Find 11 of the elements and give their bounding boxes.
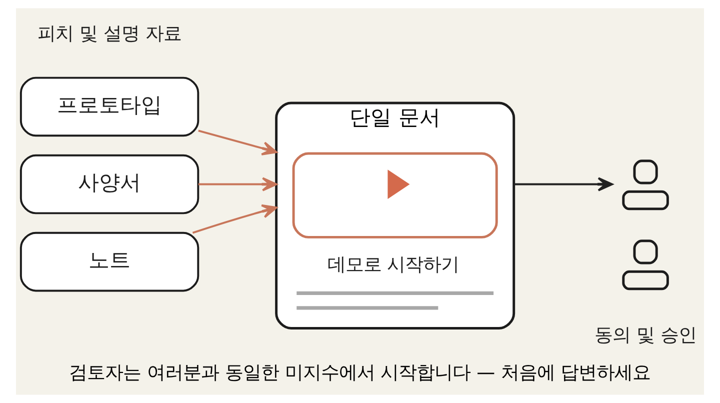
- node-box: 노트: [20, 232, 200, 292]
- node-triangle: [388, 170, 410, 199]
- label: 동의 및 승인: [594, 325, 696, 346]
- node-box: 사양서: [20, 154, 200, 214]
- diagram-title: 피치 및 설명 자료: [38, 24, 182, 45]
- caption: 검토자는 여러분과 동일한 미지수에서 시작합니다 — 처음에 답변하세요: [69, 362, 651, 384]
- arrow: [192, 204, 278, 234]
- arrow: [198, 130, 278, 156]
- arrow: [198, 177, 278, 192]
- arrow: [514, 177, 614, 192]
- node-box: 프로토타입: [20, 76, 200, 137]
